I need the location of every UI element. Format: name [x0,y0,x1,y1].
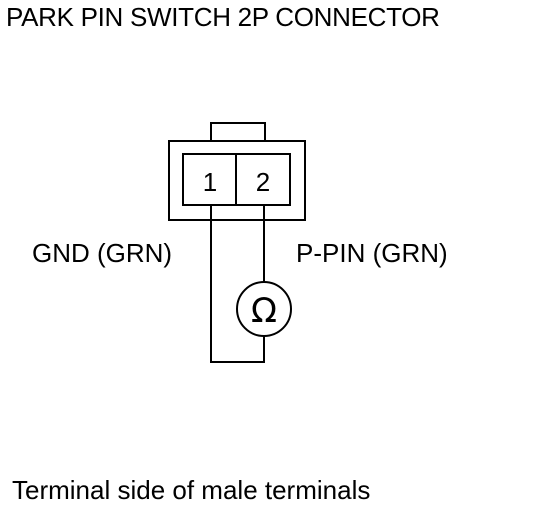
pin-2-label: 2 [256,167,270,197]
terminal-caption: Terminal side of male terminals [12,475,371,505]
p-pin-wire-label: P-PIN (GRN) [296,238,448,268]
ohmmeter-icon: Ω [236,281,292,337]
pin-1-label: 1 [203,167,217,197]
gnd-wire-label: GND (GRN) [32,238,173,268]
connector-lock-tab [210,122,266,143]
ohm-symbol: Ω [251,291,277,331]
diagram-title: PARK PIN SWITCH 2P CONNECTOR [6,2,440,32]
